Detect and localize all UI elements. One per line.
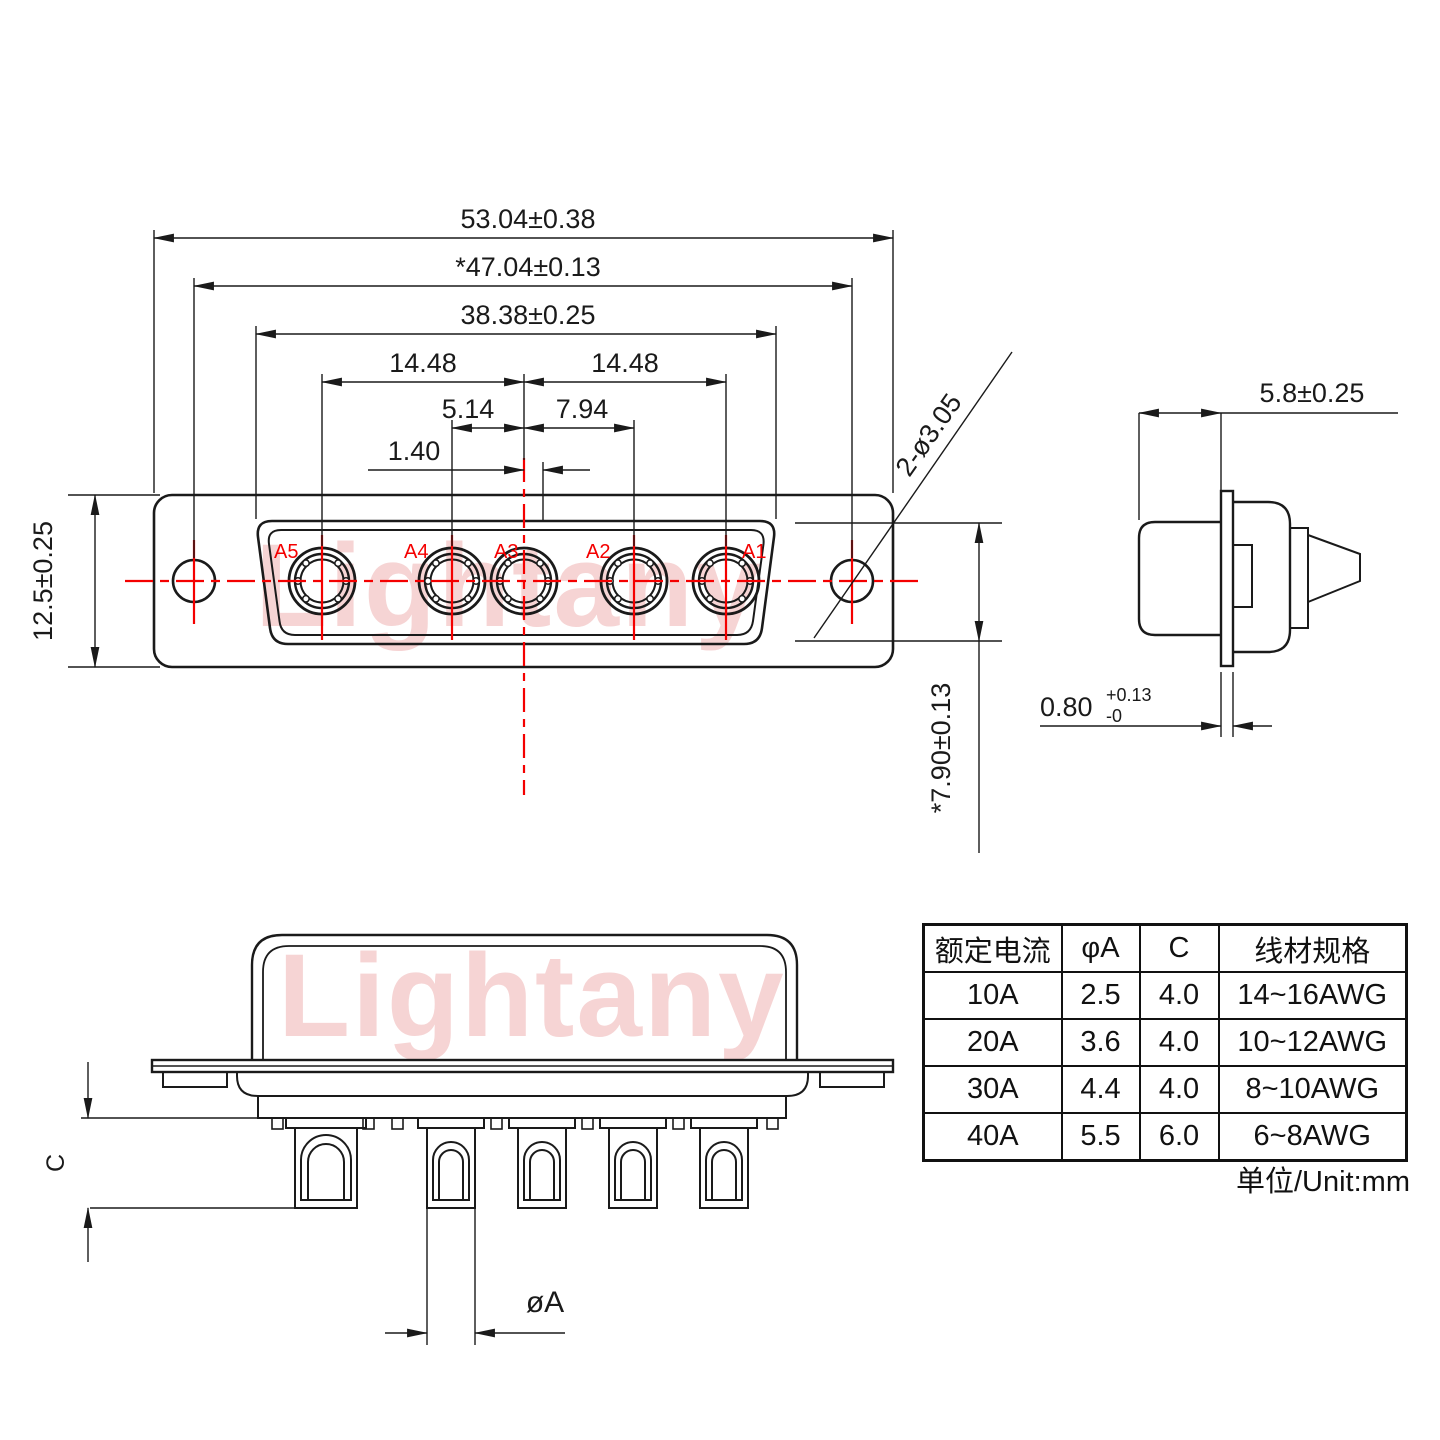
contact-label-a4: A4 bbox=[404, 541, 428, 563]
bottom-cap-inner bbox=[262, 945, 787, 1060]
unit-note: 单位/Unit:mm bbox=[1235, 1166, 1410, 1198]
spec-cell: 3.6 bbox=[1060, 1018, 1141, 1067]
spec-header-row: 额定电流 φA C 线材规格 bbox=[922, 923, 1408, 973]
side-view: 5.8±0.25 0.80 +0.13 -0 bbox=[1040, 378, 1398, 737]
side-backshell bbox=[1233, 500, 1292, 654]
dim-inset-width: 38.38±0.25 bbox=[461, 300, 596, 330]
spec-cell: 4.0 bbox=[1138, 1065, 1220, 1114]
spec-table: 额定电流 φA C 线材规格 10A 2.5 4.0 14~16AWG 20A … bbox=[922, 923, 1408, 1162]
dim-center-offset: 1.40 bbox=[388, 436, 441, 466]
spec-row-10a: 10A 2.5 4.0 14~16AWG bbox=[922, 971, 1408, 1020]
dim-flange-height: 12.5±0.25 bbox=[28, 521, 58, 641]
bottom-nubs bbox=[271, 1117, 779, 1130]
dsub-inset-outer bbox=[256, 519, 776, 646]
spec-cell: 4.4 bbox=[1060, 1065, 1141, 1114]
dsub-inset-inner bbox=[267, 529, 765, 636]
spec-cell: 6.0 bbox=[1138, 1112, 1220, 1162]
spec-cell: 8~10AWG bbox=[1217, 1065, 1408, 1114]
contact-label-a1: A1 bbox=[742, 541, 766, 563]
dim-left-span: 14.48 bbox=[389, 348, 457, 378]
spec-header-current: 额定电流 bbox=[922, 923, 1063, 973]
spec-row-40a: 40A 5.5 6.0 6~8AWG bbox=[922, 1112, 1408, 1162]
solder-buckets bbox=[285, 1117, 758, 1209]
side-cable-taper bbox=[1307, 534, 1361, 603]
bottom-view: C øA bbox=[42, 933, 895, 1345]
side-insert-block bbox=[1232, 544, 1253, 608]
side-step-block bbox=[1289, 527, 1309, 629]
spec-cell: 10~12AWG bbox=[1217, 1018, 1408, 1067]
dim-right-span: 14.48 bbox=[591, 348, 659, 378]
contact-label-a2: A2 bbox=[586, 541, 610, 563]
contact-label-a5: A5 bbox=[274, 541, 298, 563]
spec-row-20a: 20A 3.6 4.0 10~12AWG bbox=[922, 1018, 1408, 1067]
spec-cell: 4.0 bbox=[1138, 1018, 1220, 1067]
dim-a4-offset: 5.14 bbox=[442, 394, 495, 424]
bottom-cap-outer bbox=[250, 933, 799, 1060]
dimension-lines bbox=[90, 233, 1013, 853]
dim-total-width: 53.04±0.38 bbox=[461, 204, 596, 234]
dim-a2-offset: 7.94 bbox=[556, 394, 609, 424]
side-flange-plate bbox=[1219, 489, 1235, 668]
spec-cell: 2.5 bbox=[1060, 971, 1141, 1020]
front-view: A5 A4 A3 A2 A1 bbox=[28, 204, 1013, 853]
extension-lines bbox=[68, 230, 1002, 668]
phia-dimension bbox=[385, 1208, 565, 1345]
dim-flange-tol-minus: -0 bbox=[1106, 706, 1122, 726]
spec-cell: 40A bbox=[922, 1112, 1063, 1162]
bottom-tab-left bbox=[162, 1071, 228, 1088]
dim-mount-span: *47.04±0.13 bbox=[455, 252, 600, 282]
centerlines bbox=[125, 458, 920, 795]
spec-header-wire: 线材规格 bbox=[1217, 923, 1408, 973]
c-dimension bbox=[81, 1062, 300, 1262]
bottom-tab-right bbox=[819, 1071, 885, 1088]
dim-flange-thickness: 0.80 bbox=[1040, 692, 1093, 722]
dim-shell-depth: 5.8±0.25 bbox=[1260, 378, 1365, 408]
spec-cell: 20A bbox=[922, 1018, 1063, 1067]
side-front-shell bbox=[1137, 520, 1221, 637]
watermark-bottom: Lightany bbox=[278, 930, 786, 1062]
bottom-shell-body bbox=[236, 1072, 809, 1097]
spec-cell: 6~8AWG bbox=[1217, 1112, 1408, 1162]
spec-header-phia: φA bbox=[1060, 923, 1141, 973]
spec-cell: 30A bbox=[922, 1065, 1063, 1114]
watermark-front: Lightany bbox=[255, 520, 763, 652]
contact-label-a3: A3 bbox=[494, 541, 518, 563]
spec-header-c: C bbox=[1138, 923, 1220, 973]
dim-inset-height: *7.90±0.13 bbox=[926, 683, 956, 813]
label-bucket-depth: C bbox=[42, 1154, 70, 1172]
label-bucket-dia: øA bbox=[526, 1286, 564, 1319]
spec-cell: 4.0 bbox=[1138, 971, 1220, 1020]
spec-row-30a: 30A 4.4 4.0 8~10AWG bbox=[922, 1065, 1408, 1114]
spec-cell: 5.5 bbox=[1060, 1112, 1141, 1162]
spec-cell: 14~16AWG bbox=[1217, 971, 1408, 1020]
side-dim-lines bbox=[1040, 408, 1398, 737]
dim-mount-holes: 2-ø3.05 bbox=[890, 388, 968, 481]
spec-cell: 10A bbox=[922, 971, 1063, 1020]
dim-flange-tol-plus: +0.13 bbox=[1106, 685, 1152, 705]
bottom-insulator-base bbox=[257, 1095, 787, 1119]
